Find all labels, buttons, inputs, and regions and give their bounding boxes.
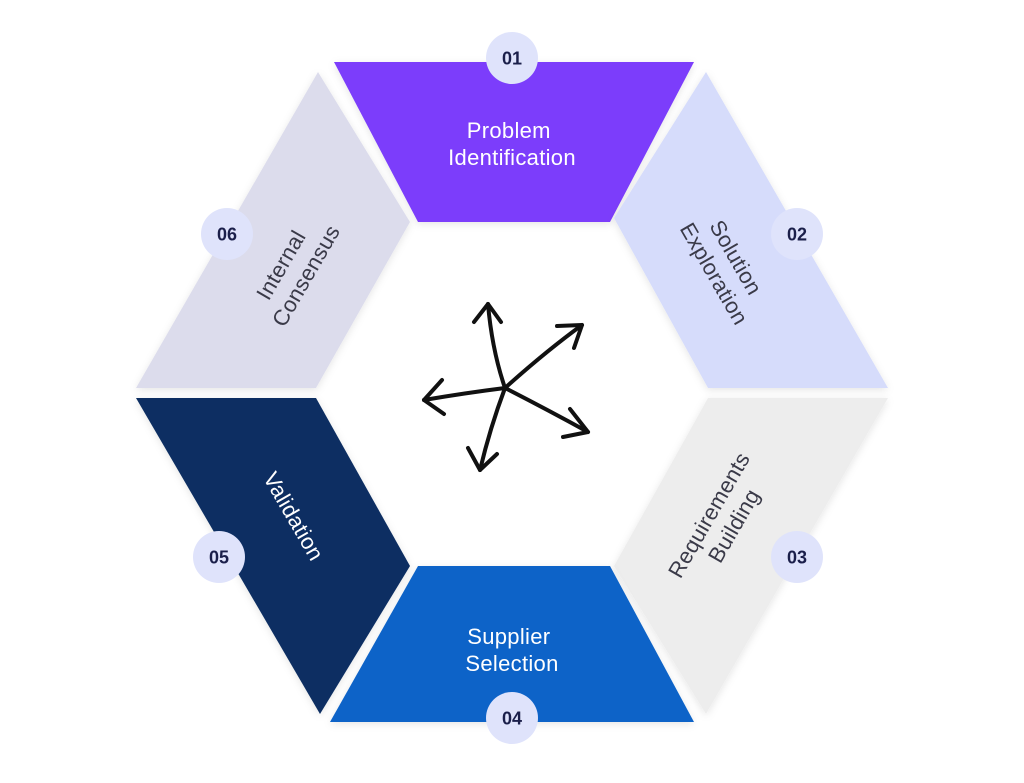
step-6-badge-circle xyxy=(201,208,253,260)
step-5-shape xyxy=(136,398,410,714)
step-3-badge-circle xyxy=(771,531,823,583)
step-2-number: 02 xyxy=(787,225,807,245)
step-4-label: Supplier Selection xyxy=(465,624,558,676)
step-5-segment: Validation xyxy=(136,398,410,714)
step-1-label: Problem Identification xyxy=(448,118,576,170)
step-5-badge-circle xyxy=(193,531,245,583)
scatter-arrows-icon xyxy=(422,302,590,472)
step-6-number: 06 xyxy=(217,225,237,245)
step-6-badge: 06 xyxy=(201,208,253,260)
step-2-badge-circle xyxy=(771,208,823,260)
step-4-badge-circle xyxy=(486,692,538,744)
step-1-badge-circle xyxy=(486,32,538,84)
step-4-label-line-1: Supplier xyxy=(467,624,550,649)
step-3-segment: Requirements Building xyxy=(614,398,888,714)
step-6-segment: Internal Consensus xyxy=(136,72,410,388)
step-4-badge: 04 xyxy=(486,692,538,744)
step-4-shape xyxy=(330,566,694,722)
step-1-badge: 01 xyxy=(486,32,538,84)
step-5-number: 05 xyxy=(209,548,229,568)
step-1-label-line-2: Identification xyxy=(448,145,576,170)
step-6-shape xyxy=(136,72,410,388)
step-1-label-line-1: Problem xyxy=(467,118,551,143)
step-4-label-line-2: Selection xyxy=(465,651,558,676)
step-2-badge: 02 xyxy=(771,208,823,260)
step-3-shape xyxy=(614,398,888,714)
step-2-segment: Solution Exploration xyxy=(614,72,888,388)
step-4-number: 04 xyxy=(502,709,522,729)
step-2-shape xyxy=(614,72,888,388)
step-4-segment: Supplier Selection xyxy=(330,566,694,722)
step-3-badge: 03 xyxy=(771,531,823,583)
step-5-badge: 05 xyxy=(193,531,245,583)
step-3-number: 03 xyxy=(787,548,807,568)
step-1-number: 01 xyxy=(502,49,522,69)
step-1-shape xyxy=(334,62,694,222)
step-1-segment: Problem Identification xyxy=(334,62,694,222)
